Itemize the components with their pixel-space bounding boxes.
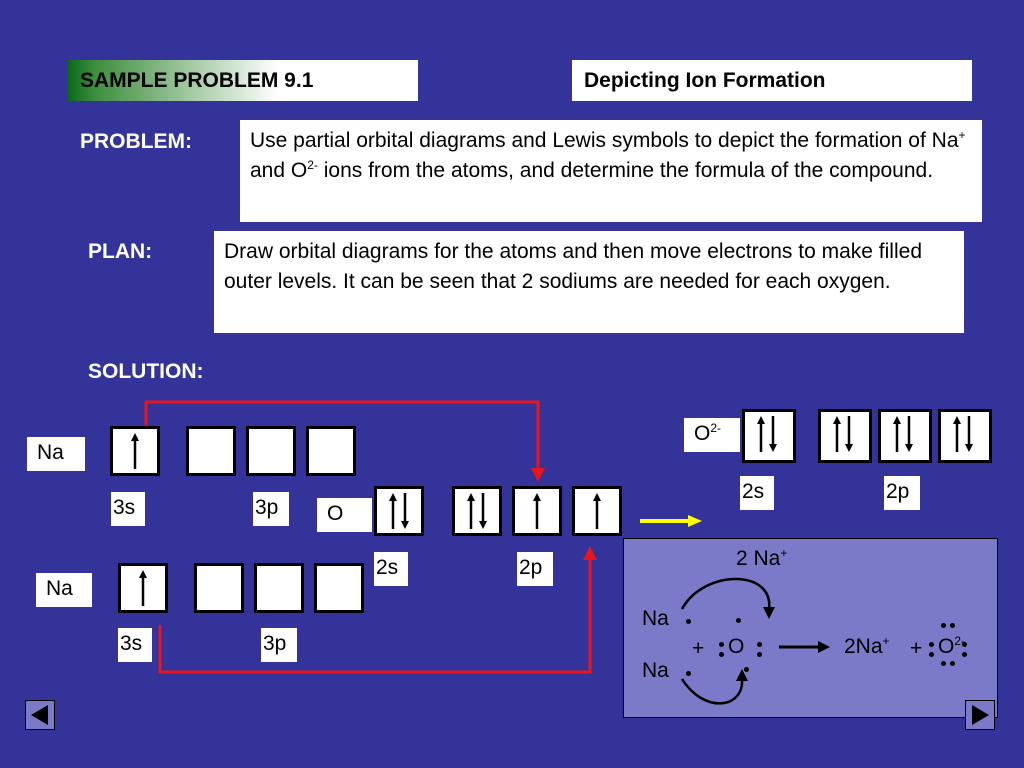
- lewis-top-label: 2 Na+: [736, 547, 787, 571]
- o-2p-orbital-1: [452, 486, 502, 536]
- o-ion-2p-label: 2p: [884, 476, 920, 510]
- na-2-electron-dot: [686, 671, 691, 676]
- na-top-3p-orbital-2: [246, 426, 296, 476]
- o-2s-orbital: [374, 486, 424, 536]
- o-ion-symbol: O: [694, 422, 711, 445]
- na-1-electron-dot: [686, 619, 691, 624]
- yield-arrowhead: [688, 515, 702, 527]
- triangle-right-icon: [972, 705, 989, 725]
- problem-text-c: ions from the atoms, and determine the f…: [317, 159, 934, 182]
- paired-arrows-icon: [833, 416, 853, 452]
- up-arrow-icon: [533, 493, 541, 529]
- na-top-3s-orbital: [110, 426, 160, 476]
- triangle-left-icon: [31, 705, 48, 725]
- product-o-text: O: [938, 635, 955, 658]
- problem-text-a: Use partial orbital diagrams and Lewis s…: [250, 129, 959, 152]
- up-arrow-icon: [139, 570, 147, 606]
- po-bottom-dot-2: [950, 661, 955, 666]
- transfer-arrow-top: [144, 400, 540, 470]
- po-top-dot-1: [941, 623, 946, 628]
- na-top-label: Na: [27, 437, 85, 471]
- solution-label: SOLUTION:: [88, 360, 204, 383]
- o-top-dot: [736, 618, 741, 623]
- na-bottom-3p-orbital-3: [314, 563, 364, 613]
- o-charge: 2-: [307, 158, 318, 172]
- up-arrow-icon: [593, 493, 601, 529]
- o-2p-label: 2p: [517, 552, 553, 586]
- o-ion-charge: 2-: [710, 421, 722, 435]
- lewis-symbol-panel: 2 Na+ Na Na + O 2Na+ + O2-: [623, 538, 998, 718]
- o-right-dot-1: [757, 642, 762, 647]
- lewis-product-na: 2Na+: [844, 635, 890, 659]
- transfer-arrow-bottom: [158, 558, 592, 674]
- na-top-3p-orbital-3: [306, 426, 356, 476]
- po-right-dot-1: [962, 642, 967, 647]
- lewis-product-plus: +: [910, 637, 923, 660]
- problem-label: PROBLEM:: [80, 130, 192, 153]
- lewis-na-2: Na: [642, 659, 669, 682]
- o-ion-2p-orbital-2: [878, 409, 932, 463]
- o-bottom-dot: [744, 667, 749, 672]
- reaction-arrowhead: [818, 641, 830, 653]
- po-left-dot-1: [929, 642, 934, 647]
- next-slide-button[interactable]: [965, 700, 995, 730]
- o-ion-2s-orbital: [742, 409, 796, 463]
- lewis-o-symbol: O: [728, 635, 745, 658]
- o-ion-2p-orbital-3: [938, 409, 992, 463]
- paired-arrows-icon: [893, 416, 913, 452]
- product-na-charge: +: [882, 634, 890, 648]
- transfer-arrowhead-top: [531, 468, 545, 482]
- o-ion-label: O2-: [684, 418, 740, 452]
- sample-problem-title: SAMPLE PROBLEM 9.1: [68, 60, 418, 101]
- na-bottom-3p-orbital-2: [254, 563, 304, 613]
- product-o-charge: 2-: [954, 634, 966, 648]
- paired-arrows-icon: [953, 416, 973, 452]
- o-ion-2p-orbital-1: [818, 409, 872, 463]
- topic-title: Depicting Ion Formation: [572, 60, 972, 101]
- na-1-transfer-arrow: [680, 577, 771, 610]
- o-2p-orbital-2: [512, 486, 562, 536]
- two-na-charge: +: [780, 546, 788, 560]
- paired-arrows-icon: [467, 493, 487, 529]
- problem-text: Use partial orbital diagrams and Lewis s…: [240, 120, 982, 222]
- o-left-dot-2: [719, 652, 724, 657]
- po-right-dot-2: [962, 652, 967, 657]
- previous-slide-button[interactable]: [25, 700, 55, 730]
- lewis-product-o: O2-: [938, 635, 965, 659]
- na-bottom-3p-orbital-1: [194, 563, 244, 613]
- na-top-3p-label: 3p: [253, 492, 289, 526]
- po-bottom-dot-1: [941, 661, 946, 666]
- po-top-dot-2: [950, 623, 955, 628]
- plan-label: PLAN:: [88, 240, 153, 263]
- problem-text-b: and O: [250, 159, 308, 182]
- po-left-dot-2: [929, 652, 934, 657]
- na-bottom-3s-orbital: [118, 563, 168, 613]
- lewis-na-1: Na: [642, 607, 669, 630]
- o-atom-label: O: [317, 498, 372, 532]
- o-2s-label: 2s: [374, 552, 408, 586]
- transfer-arrowhead-bottom: [583, 546, 597, 560]
- na-top-3p-orbital-1: [186, 426, 236, 476]
- na-bottom-3p-label: 3p: [261, 628, 297, 662]
- o-right-dot-2: [757, 652, 762, 657]
- lewis-arrows: [680, 577, 830, 705]
- o-2p-orbital-3: [572, 486, 622, 536]
- paired-arrows-icon: [389, 493, 409, 529]
- na-2-transfer-arrow: [680, 678, 744, 705]
- lewis-plus: +: [692, 637, 705, 660]
- paired-arrows-icon: [757, 416, 777, 452]
- two-na-text: 2 Na: [736, 547, 781, 570]
- na-top-3s-label: 3s: [111, 492, 145, 526]
- na-charge: +: [958, 128, 966, 142]
- up-arrow-icon: [131, 433, 139, 469]
- na-bottom-label: Na: [36, 573, 92, 607]
- product-na-text: 2Na: [844, 635, 883, 658]
- na-bottom-3s-label: 3s: [118, 628, 152, 662]
- plan-text: Draw orbital diagrams for the atoms and …: [214, 231, 964, 333]
- o-ion-2s-label: 2s: [740, 476, 774, 510]
- o-left-dot-1: [719, 642, 724, 647]
